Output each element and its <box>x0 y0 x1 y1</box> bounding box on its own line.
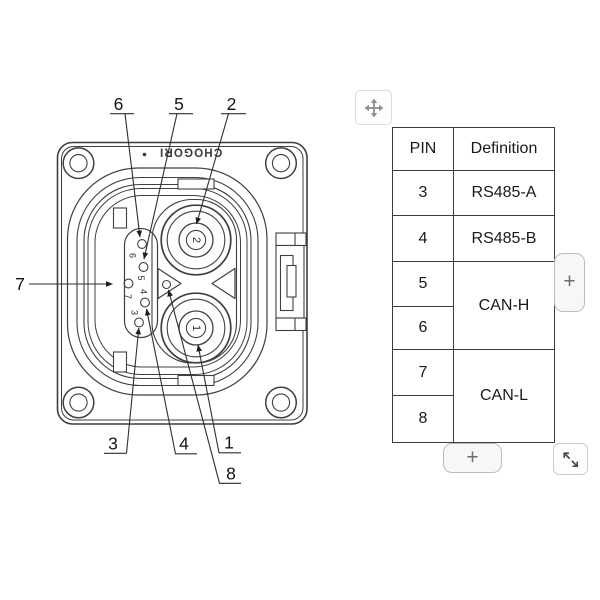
definition-cell-canl: CAN-L <box>479 387 528 404</box>
brand-dot <box>142 152 147 157</box>
power-contact-2 <box>160 204 232 276</box>
pin-cell-5: 5 <box>393 262 454 307</box>
connector-diagram: CHOGORI <box>15 94 308 484</box>
pan-button[interactable] <box>355 90 392 125</box>
pin-5-contact <box>138 262 149 272</box>
callout-labels: 6 5 2 7 3 4 1 8 <box>15 94 236 484</box>
plus-icon: + <box>563 270 576 293</box>
svg-text:7: 7 <box>123 294 133 299</box>
pin-cell-7: 7 <box>393 350 454 396</box>
svg-text:3: 3 <box>130 310 140 315</box>
table-header-definition: Definition <box>454 128 554 171</box>
callout-1: 1 <box>224 433 234 453</box>
definition-cell-rs485a: RS485-A <box>454 171 554 216</box>
plus-icon: + <box>466 445 479 469</box>
signal-pin-pocket <box>123 227 159 339</box>
callout-4: 4 <box>179 434 189 454</box>
diagonal-resize-icon <box>563 451 579 467</box>
definition-cell-canh: CAN-H <box>454 262 554 350</box>
power-contact-1 <box>160 292 232 364</box>
mounting-hole-bottom-right <box>264 386 298 419</box>
callout-leaders <box>29 113 246 484</box>
callout-2: 2 <box>227 94 237 114</box>
svg-text:4: 4 <box>139 289 149 294</box>
pin-cell-8: 8 <box>393 396 454 442</box>
callout-7: 7 <box>15 274 25 294</box>
keying-notches <box>112 178 215 387</box>
contact-1-number: 1 <box>190 325 202 331</box>
mounting-hole-top-left <box>62 147 95 180</box>
signal-pin-numbers: 6 5 7 4 3 <box>123 253 149 315</box>
pin-3-contact <box>134 317 144 328</box>
svg-text:6: 6 <box>128 253 138 258</box>
add-column-button[interactable]: + <box>554 253 585 312</box>
definition-cell-rs485b: RS485-B <box>454 216 554 262</box>
pin-definition-table: PIN Definition 3 RS485-A 4 RS485-B 5 CAN… <box>392 127 555 443</box>
pin-6-contact <box>137 239 147 249</box>
callout-8: 8 <box>226 464 236 484</box>
add-row-button[interactable]: + <box>443 443 502 473</box>
side-latch <box>275 232 307 332</box>
mounting-hole-top-right <box>264 147 298 180</box>
move-arrows-icon <box>364 98 383 117</box>
mounting-holes <box>62 147 298 419</box>
pin-cell-4: 4 <box>393 216 454 262</box>
mounting-hole-bottom-left <box>62 386 95 419</box>
pin-cell-3: 3 <box>393 171 454 216</box>
contact-2-number: 2 <box>190 237 202 243</box>
pin-cell-6: 6 <box>393 307 454 350</box>
brand-text: CHOGORI <box>159 146 222 158</box>
pin-8-contact <box>161 279 172 290</box>
housing-rings <box>66 167 268 396</box>
callout-5: 5 <box>174 94 184 114</box>
callout-6: 6 <box>114 94 124 114</box>
pin-7-contact <box>123 278 134 289</box>
resize-button[interactable] <box>553 443 588 475</box>
callout-3: 3 <box>108 434 118 454</box>
svg-text:5: 5 <box>136 275 146 280</box>
table-header-pin: PIN <box>393 128 454 171</box>
pin-4-contact <box>140 297 150 308</box>
